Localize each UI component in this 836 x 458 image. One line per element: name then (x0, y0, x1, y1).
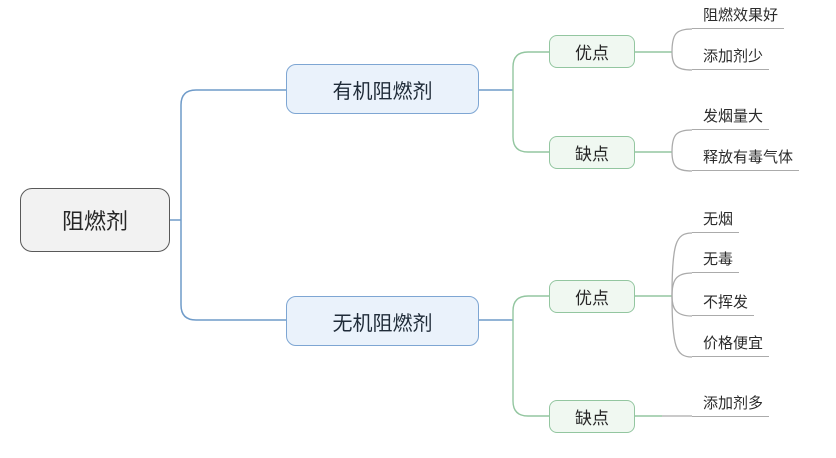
branch-node-organic[interactable]: 有机阻燃剂 (286, 64, 479, 114)
leaf-node[interactable]: 添加剂多 (692, 394, 770, 417)
leaf-node[interactable]: 发烟量大 (692, 107, 770, 130)
leaf-node[interactable]: 价格便宜 (692, 334, 770, 357)
sub-node-inorganic-cons[interactable]: 缺点 (549, 400, 635, 433)
sub-node-organic-cons[interactable]: 缺点 (549, 136, 635, 169)
leaf-node[interactable]: 无烟 (692, 210, 740, 233)
leaf-node[interactable]: 添加剂少 (692, 47, 770, 70)
sub-node-organic-pros[interactable]: 优点 (549, 35, 635, 68)
branch-connectors (170, 89, 513, 321)
root-node[interactable]: 阻燃剂 (20, 188, 170, 252)
leaf-node[interactable]: 阻燃效果好 (692, 6, 785, 29)
branch-node-inorganic[interactable]: 无机阻燃剂 (286, 296, 479, 346)
leaf-node[interactable]: 不挥发 (692, 293, 755, 316)
sub-node-inorganic-pros[interactable]: 优点 (549, 280, 635, 313)
leaf-node[interactable]: 释放有毒气体 (692, 148, 800, 171)
leaf-node[interactable]: 无毒 (692, 250, 740, 273)
leaf-connectors (662, 28, 693, 417)
sub-connectors (512, 51, 672, 417)
